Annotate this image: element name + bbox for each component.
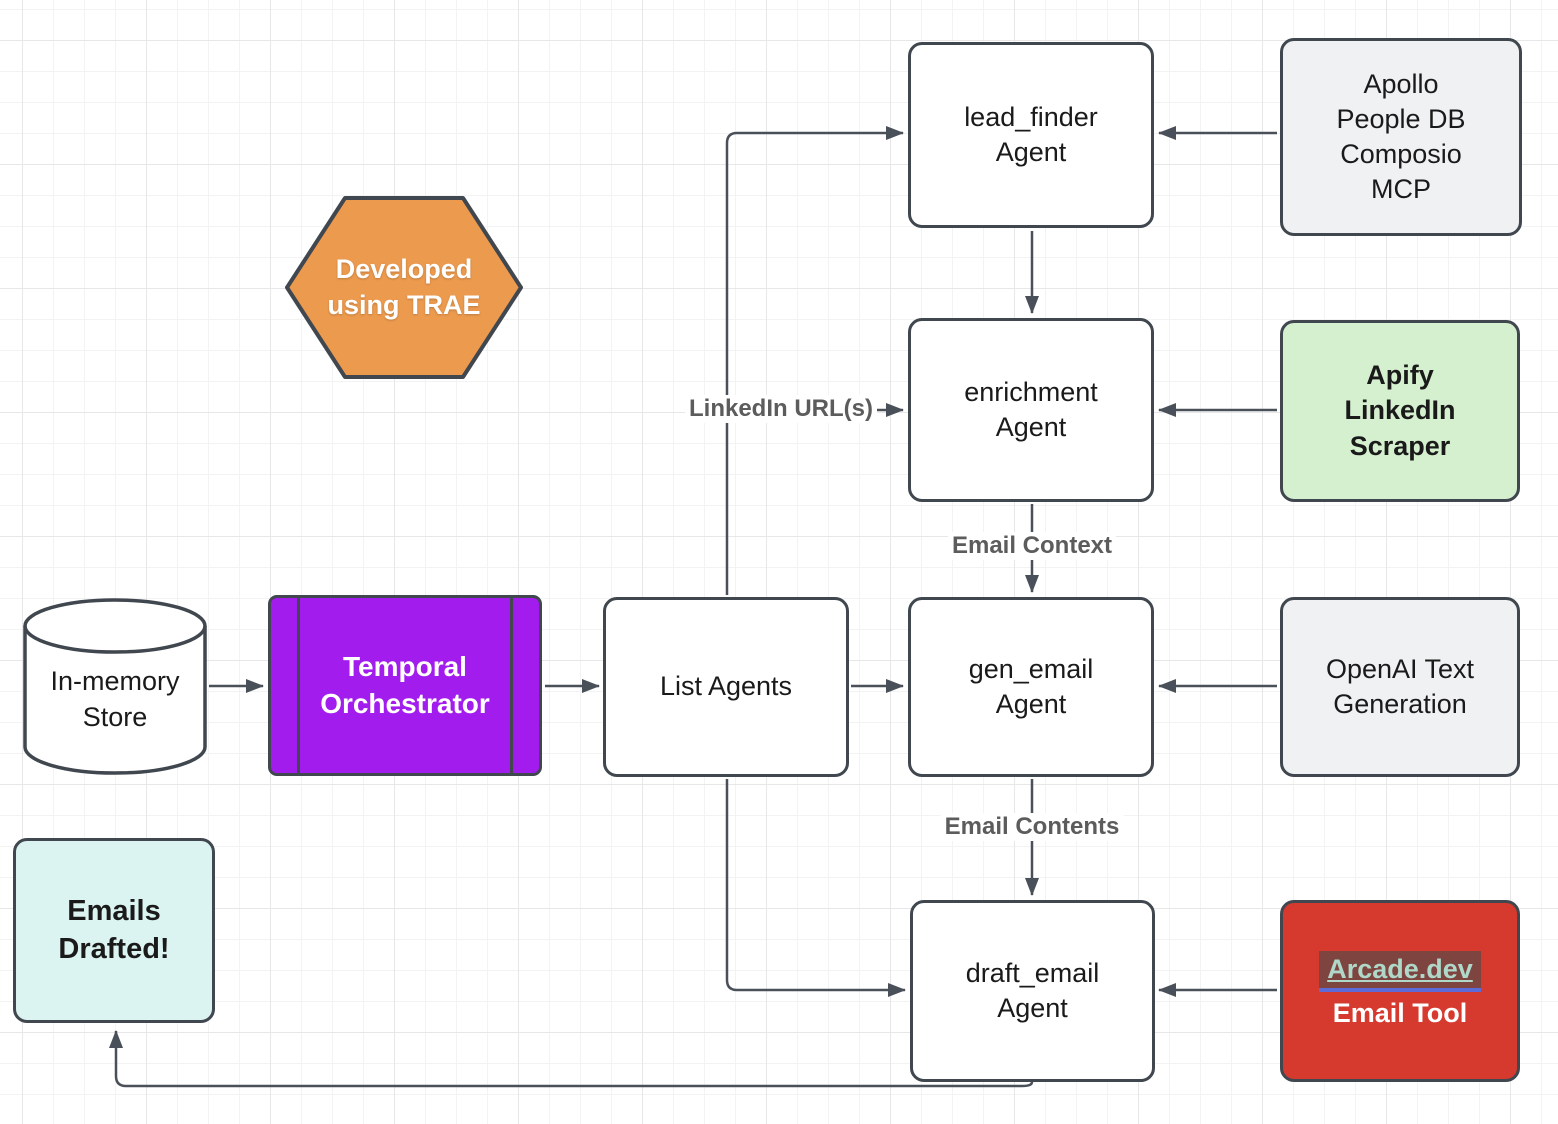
arcade-email-tool-node: Arcade.dev Email Tool: [1280, 900, 1520, 1082]
arcade-dev-link[interactable]: Arcade.dev: [1319, 951, 1481, 992]
apollo-people-db-label: Apollo People DB Composio MCP: [1336, 68, 1466, 205]
lead-finder-agent-label: lead_finder Agent: [964, 101, 1098, 167]
in-memory-store-node: In-memory Store: [22, 598, 208, 775]
temporal-orchestrator-label: Temporal Orchestrator: [320, 651, 490, 719]
edge-list-agents-to-lead-finder: [725, 126, 904, 595]
emails-drafted-node: Emails Drafted!: [13, 838, 215, 1023]
list-agents-label: List Agents: [659, 671, 793, 702]
edge-label-email-context: Email Context: [947, 532, 1117, 560]
edge-label-email-contents: Email Contents: [940, 813, 1124, 841]
temporal-orchestrator-node: Temporal Orchestrator: [268, 595, 542, 776]
trae-badge-hexagon: Developed using TRAE: [283, 195, 525, 380]
list-agents-node: List Agents: [603, 597, 849, 777]
gen-email-agent-label: gen_email Agent: [968, 653, 1094, 719]
openai-text-generation-label: OpenAI Text Generation: [1325, 653, 1475, 719]
draft-email-agent-label: draft_email Agent: [965, 957, 1100, 1023]
draft-email-agent-node: draft_email Agent: [910, 900, 1155, 1082]
cylinder-shape-icon: [23, 598, 207, 775]
enrichment-agent-label: enrichment Agent: [964, 376, 1098, 442]
openai-text-generation-node: OpenAI Text Generation: [1280, 597, 1520, 777]
trae-badge-label: Developed using TRAE: [327, 254, 481, 320]
apify-linkedin-scraper-node: Apify LinkedIn Scraper: [1280, 320, 1520, 502]
lead-finder-agent-node: lead_finder Agent: [908, 42, 1154, 228]
hexagon-shape-icon: [285, 196, 523, 379]
in-memory-store-label: In-memory Store: [50, 666, 180, 732]
edge-list-agents-to-draft-email: [725, 779, 906, 997]
gen-email-agent-node: gen_email Agent: [908, 597, 1154, 777]
apify-linkedin-scraper-label: Apify LinkedIn Scraper: [1344, 360, 1456, 461]
emails-drafted-label: Emails Drafted!: [58, 894, 170, 965]
apollo-people-db-node: Apollo People DB Composio MCP: [1280, 38, 1522, 236]
arcade-email-tool-label: Email Tool: [1332, 997, 1468, 1028]
enrichment-agent-node: enrichment Agent: [908, 318, 1154, 502]
edge-draft-email-to-emails-drafted: [109, 1030, 1034, 1088]
edge-label-linkedin-urls: LinkedIn URL(s): [685, 395, 877, 423]
